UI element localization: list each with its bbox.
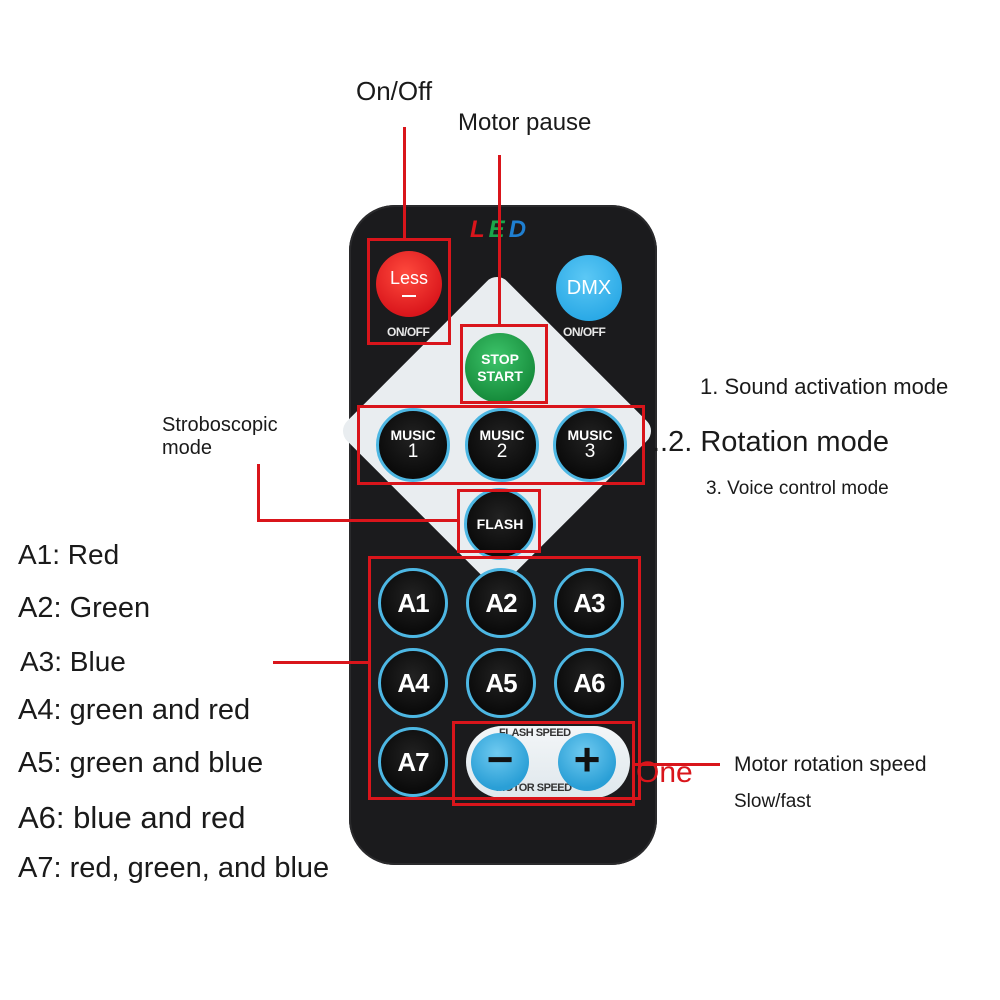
annotation-stroboscopic-line2: mode bbox=[162, 437, 213, 459]
frame-speed bbox=[452, 721, 635, 806]
annotation-sound-activation: 1. Sound activation mode bbox=[700, 374, 949, 399]
speed-minus-button[interactable]: − bbox=[471, 733, 529, 791]
power-button-dash bbox=[402, 294, 416, 297]
music-1-number: 1 bbox=[407, 441, 419, 463]
music-3-button[interactable]: MUSIC 3 bbox=[553, 408, 627, 482]
dmx-button[interactable]: DMX bbox=[556, 255, 622, 321]
dmx-on-off-label: ON/OFF bbox=[563, 325, 606, 339]
frame-stop-start bbox=[460, 324, 548, 404]
a3-button[interactable]: A3 bbox=[554, 568, 624, 638]
line-strobo-vertical bbox=[257, 464, 260, 522]
frame-music bbox=[357, 405, 645, 485]
a5-label: A5 bbox=[485, 667, 517, 698]
flash-speed-label: FLASH SPEED bbox=[499, 727, 571, 739]
power-on-off-label: ON/OFF bbox=[387, 325, 430, 339]
annotation-voice-control: 3. Voice control mode bbox=[706, 478, 889, 499]
a1-label: A1 bbox=[397, 587, 429, 618]
a7-button[interactable]: A7 bbox=[378, 727, 448, 797]
flash-button[interactable]: FLASH bbox=[464, 488, 536, 560]
annotation-rotation-mode: ..2. Rotation mode bbox=[652, 426, 889, 458]
music-1-label: MUSIC bbox=[390, 426, 436, 443]
start-label: START bbox=[477, 368, 523, 384]
annotation-motor-rotation-speed: Motor rotation speed bbox=[734, 753, 927, 776]
legend-a6: A6: blue and red bbox=[18, 800, 246, 835]
minus-icon: − bbox=[486, 733, 514, 785]
annotation-stroboscopic-line1: Stroboscopic bbox=[162, 414, 278, 436]
line-a-keys bbox=[273, 661, 369, 664]
legend-a2: A2: Green bbox=[18, 592, 151, 624]
flash-label: FLASH bbox=[476, 516, 524, 532]
legend-a7: A7: red, green, and blue bbox=[18, 852, 330, 884]
annotation-one: One bbox=[636, 756, 693, 789]
line-speed bbox=[634, 763, 720, 766]
dmx-button-label: DMX bbox=[566, 276, 612, 299]
a2-label: A2 bbox=[485, 587, 517, 618]
line-motor-pause bbox=[498, 155, 501, 325]
music-1-button[interactable]: MUSIC 1 bbox=[376, 408, 450, 482]
frame-flash bbox=[457, 489, 541, 553]
brand-letter-l: L bbox=[470, 216, 489, 243]
music-3-number: 3 bbox=[584, 441, 596, 463]
a5-button[interactable]: A5 bbox=[466, 648, 536, 718]
music-2-number: 2 bbox=[496, 441, 508, 463]
stop-label: STOP bbox=[481, 351, 519, 368]
line-on-off bbox=[403, 127, 406, 239]
frame-a-keys bbox=[368, 556, 641, 800]
plus-icon: + bbox=[573, 733, 601, 785]
power-button[interactable]: Less bbox=[376, 251, 442, 317]
speed-plus-button[interactable]: + bbox=[558, 733, 616, 791]
legend-a4: A4: green and red bbox=[18, 694, 251, 726]
music-2-label: MUSIC bbox=[479, 426, 525, 443]
music-3-label: MUSIC bbox=[567, 426, 613, 443]
legend-a1: A1: Red bbox=[18, 539, 120, 570]
annotation-slow-fast: Slow/fast bbox=[734, 791, 812, 812]
stop-start-button[interactable]: STOP START bbox=[465, 333, 535, 403]
a7-label: A7 bbox=[397, 746, 429, 777]
a4-button[interactable]: A4 bbox=[378, 648, 448, 718]
line-strobo-horizontal bbox=[257, 519, 458, 522]
music-2-button[interactable]: MUSIC 2 bbox=[465, 408, 539, 482]
frame-power bbox=[367, 238, 451, 345]
annotation-on-off: On/Off bbox=[356, 76, 433, 106]
a3-label: A3 bbox=[573, 587, 605, 618]
legend-a3: A3: Blue bbox=[20, 646, 126, 677]
a6-label: A6 bbox=[573, 667, 605, 698]
annotation-motor-pause: Motor pause bbox=[458, 109, 592, 136]
a1-button[interactable]: A1 bbox=[378, 568, 448, 638]
a2-button[interactable]: A2 bbox=[466, 568, 536, 638]
brand-letter-d: D bbox=[508, 216, 531, 243]
power-button-label: Less bbox=[389, 267, 429, 288]
a4-label: A4 bbox=[397, 667, 429, 698]
a6-button[interactable]: A6 bbox=[554, 648, 624, 718]
legend-a5: A5: green and blue bbox=[18, 747, 264, 779]
